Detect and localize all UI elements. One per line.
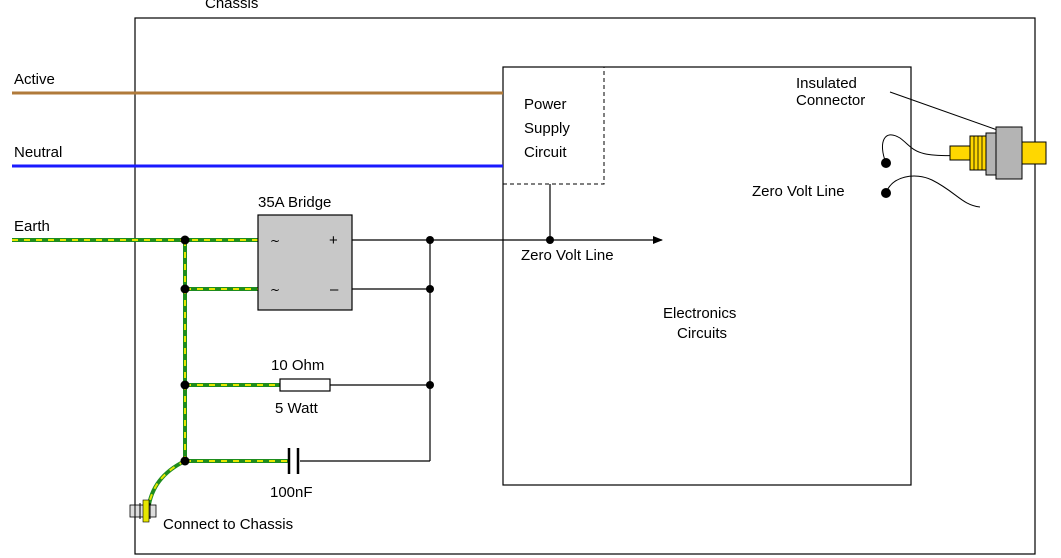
power-supply-label-2: Supply: [524, 120, 570, 137]
resistor: [279, 378, 331, 392]
capacitor: [287, 448, 300, 474]
connect-to-chassis-label: Connect to Chassis: [163, 516, 293, 533]
power-supply-junction: [546, 236, 554, 244]
chassis-box: [134, 17, 1036, 555]
earth-junction-2: [180, 284, 190, 294]
bridge-rectifier: [257, 214, 353, 311]
chassis-bolt-icon: [129, 499, 157, 523]
insulated-connector-icon: [949, 126, 1047, 180]
zero-volt-junction-3: [426, 381, 434, 389]
earth-wiring: [12, 238, 288, 514]
power-supply-label-1: Power: [524, 96, 567, 113]
active-label: Active: [14, 71, 55, 88]
resistor-power-label: 5 Watt: [275, 400, 319, 417]
resistor-value-label: 10 Ohm: [271, 357, 324, 374]
power-supply-label-3: Circuit: [524, 144, 567, 161]
earth-junction-3: [180, 380, 190, 390]
neutral-label: Neutral: [14, 144, 62, 161]
zero-volt-junction-1: [426, 236, 434, 244]
earth-label: Earth: [14, 218, 50, 235]
insulated-connector-pointer: [889, 91, 1004, 133]
insulated-connector-label-2: Connector: [796, 92, 865, 109]
power-supply-box: [502, 66, 605, 185]
earth-junction-4: [180, 456, 190, 466]
bridge-minus: –: [330, 281, 339, 298]
electronics-label-1: Electronics: [663, 305, 736, 322]
bridge-ac-bottom: ~: [270, 283, 280, 297]
bridge-label: 35A Bridge: [258, 194, 331, 211]
zero-volt-wiring: [300, 184, 663, 462]
electronics-label-2: Circuits: [677, 325, 727, 342]
bridge-plus: +: [329, 232, 338, 249]
insulated-connector-label-1: Insulated: [796, 75, 857, 92]
electronics-box: [502, 66, 912, 486]
bridge-ac-top: ~: [270, 234, 280, 248]
earth-junction-1: [180, 235, 190, 245]
zero-volt-line-connector-label: Zero Volt Line: [752, 183, 845, 200]
zero-volt-line-label: Zero Volt Line: [521, 247, 614, 264]
zero-volt-junction-2: [426, 285, 434, 293]
capacitor-label: 100nF: [270, 484, 313, 501]
chassis-label: Chassis: [205, 0, 258, 12]
connector-wires: [882, 134, 981, 208]
